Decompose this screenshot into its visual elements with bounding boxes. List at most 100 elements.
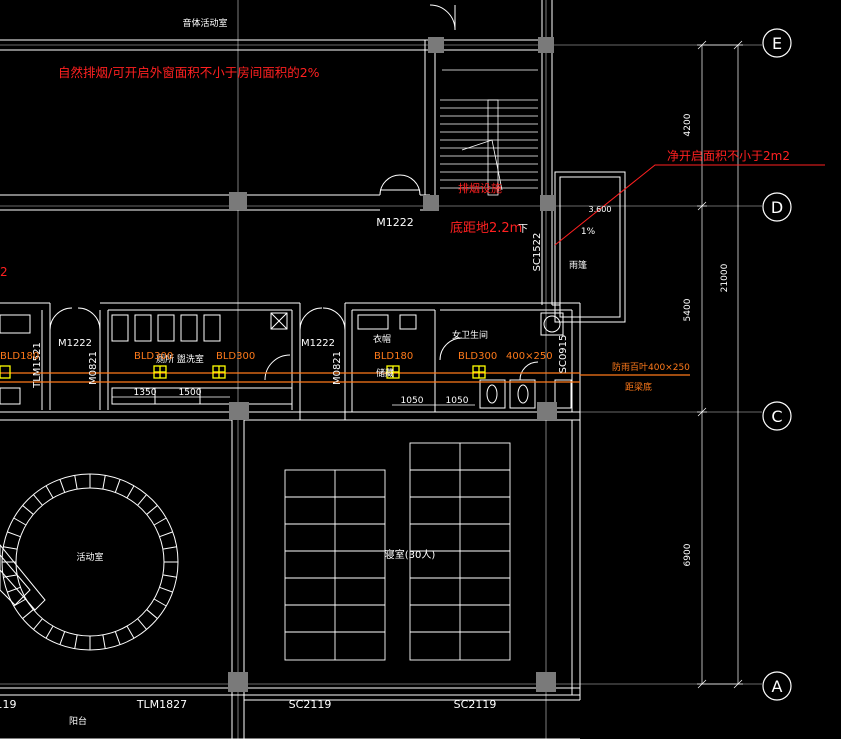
dim-1500: 1500 [179,388,202,398]
column [428,37,444,53]
axis-bubbles [762,28,792,701]
seat-divider [59,631,66,645]
seat-divider [153,598,167,607]
elevation-3600: 3.600 [589,205,612,214]
stair-down: 下 [518,224,528,235]
axis-label-d: D [771,198,783,217]
room-cloakroom: 衣帽 [373,333,391,345]
column [536,672,556,692]
column [229,402,249,420]
bld300-b: BLD300 [216,351,255,362]
axis-bubble-e [762,28,792,58]
dim-5400: 5400 [683,298,693,321]
label-sc1522: SC1522 [532,233,543,272]
label-m1222-a: M1222 [376,216,414,229]
dimension-lines [697,40,743,689]
seat-divider [13,517,27,526]
column [229,192,247,210]
seat-divider [162,546,177,550]
dim-4200: 4200 [683,113,693,136]
bld300-c: BLD300 [458,351,497,362]
label-tlm1827: TLM1827 [136,698,187,711]
label-sc0915: SC0915 [558,335,569,374]
note-opening-area: 净开启面积不小于2m2 [667,149,790,163]
bld300-a: BLD300 [134,351,173,362]
dim-1050-b: 1050 [446,396,469,406]
axis-label-e: E [772,34,782,53]
vent-line [0,372,690,383]
room-music: 音体活动室 [182,17,227,29]
room-activity: 活动室 [76,551,103,563]
vent-note-2: 距梁底 [625,381,652,393]
seat-divider [146,609,158,619]
label-sc2119-b: SC2119 [454,698,497,711]
seat-divider [22,609,34,619]
seat-divider [146,505,158,515]
seat-divider [137,618,147,630]
seat-divider [153,517,167,526]
vent-size: 400×250 [506,351,553,362]
red-leader [554,164,825,246]
seat-divider [102,634,106,649]
seat-divider [74,475,78,490]
dim-6900: 6900 [683,543,693,566]
seat-divider [45,625,54,639]
columns [228,37,557,692]
label-sc2119-a: SC2119 [289,698,332,711]
axis-bubble-d [762,192,792,222]
beds [284,442,511,661]
axis-bubble-c [762,401,792,431]
seat-divider [102,475,106,490]
room-storage: 储藏 [376,367,394,379]
seat-divider [3,546,18,550]
column [537,402,557,420]
room-canopy: 雨篷 [569,259,587,271]
axis-label-a: A [772,677,783,696]
seat-divider [33,618,43,630]
dim-1350: 1350 [134,388,157,398]
seat-divider [162,574,177,578]
label-119: 119 [0,698,17,711]
note-smoke-exhaust: 自然排烟/可开启外窗面积不小于房间面积的2% [58,65,320,80]
label-m1222-b: M1222 [58,338,92,349]
axis-bubble-a [762,671,792,701]
label-m1222-c: M1222 [301,338,335,349]
slope-1pct: 1% [581,227,596,237]
dim-21000: 21000 [720,263,730,292]
bld180-right: BLD180 [374,351,413,362]
column [228,672,248,692]
small-dimensions [112,396,475,406]
column [423,195,439,211]
room-bedroom: 寝室(30人) [385,548,436,561]
label-tlm1521: TLM1521 [32,342,43,389]
seat-divider [114,631,121,645]
label-m0821-b: M0821 [332,351,343,385]
column [540,195,556,211]
seat-divider [7,531,21,538]
dim-1050-a: 1050 [401,396,424,406]
room-balcony: 阳台 [69,715,87,727]
seat-divider [33,494,43,506]
seat-divider [7,586,21,593]
seat-divider [126,485,135,499]
room-female-toilet: 女卫生间 [452,329,488,341]
seat-divider [137,494,147,506]
seat-divider [59,479,66,493]
seat-divider [159,531,173,538]
vent-note-1: 防雨百叶400×250 [612,361,690,373]
room-washroom: 厕所 盥洗室 [156,353,204,365]
seat-divider [22,505,34,515]
seat-divider [126,625,135,639]
seat-divider [159,586,173,593]
seat-divider [74,634,78,649]
note-stair-height: 底距地2.2m [450,220,522,236]
bld180-left: BLD180 [0,351,39,362]
yellow-fixtures [0,365,486,379]
left-red-mark: 2 [0,265,8,279]
seat-divider [114,479,121,493]
activity-circle [0,473,179,651]
walls [0,0,626,739]
label-m0821-a: M0821 [88,351,99,385]
